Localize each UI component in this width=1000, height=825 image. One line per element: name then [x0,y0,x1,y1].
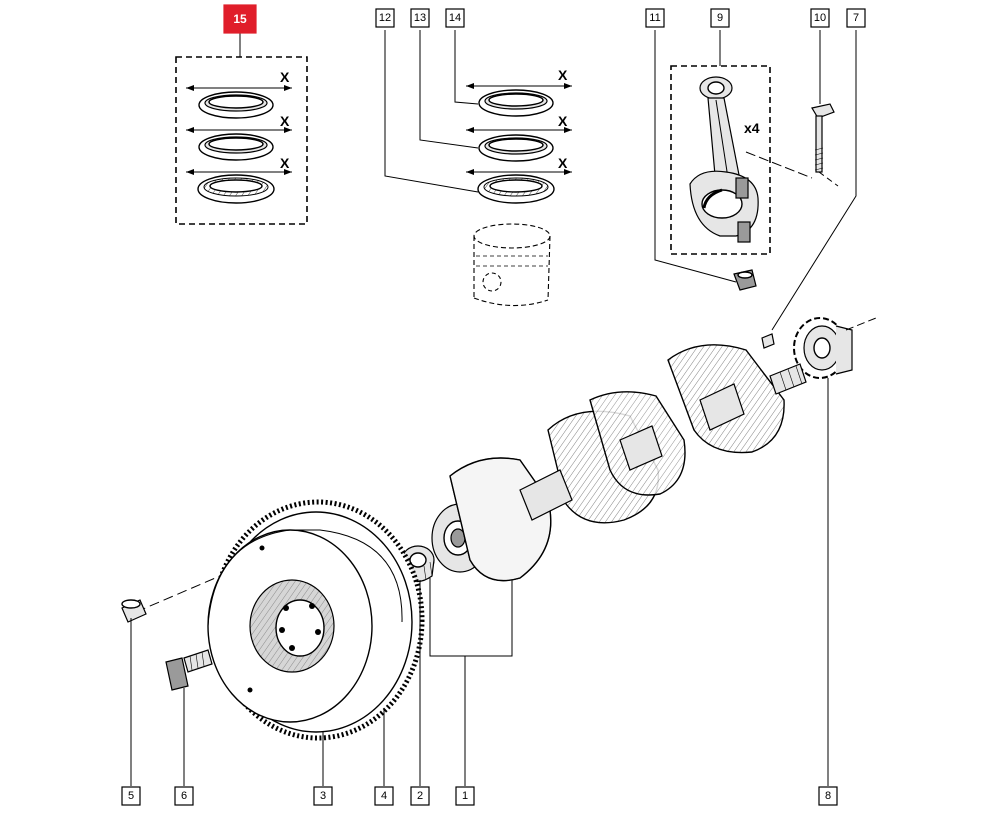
callout-10[interactable]: 10 [810,8,830,28]
ring-gap-label: X [558,155,568,171]
oil-control-ring [197,174,275,204]
assembly-axis [135,575,221,613]
flywheel-bolt-6[interactable] [165,649,213,691]
individual-piston-rings[interactable]: X X X [466,67,572,204]
piston-ring-set-15[interactable]: X X X [175,56,308,225]
conrod-nut-11[interactable] [733,269,757,291]
ring-gap-label: X [280,155,290,171]
leader-lines [130,30,857,786]
callout-12[interactable]: 12 [375,8,395,28]
callout-number: 12 [379,12,391,24]
callout-number: 13 [414,12,426,24]
ring-set-dashed-frame [175,56,308,225]
callout-8[interactable]: 8 [818,786,838,806]
callout-15[interactable]: 15 [223,4,257,34]
callout-number: 9 [717,12,723,24]
conrod-bolt-10[interactable] [811,103,839,187]
crankshaft-1[interactable] [431,344,807,582]
callout-number: 4 [381,790,387,802]
ring-gap-label: X [280,69,290,85]
conrod-dashed-frame [670,65,771,255]
callout-number: 3 [320,790,326,802]
ring-gap-label: X [558,67,568,83]
callout-number: 6 [181,790,187,802]
callout-number: 1 [462,790,468,802]
callout-number: 8 [825,790,831,802]
callout-1[interactable]: 1 [455,786,475,806]
ring-12 [477,174,555,204]
woodruff-key-7[interactable] [761,333,775,349]
top-compression-ring [198,91,274,119]
callout-13[interactable]: 13 [410,8,430,28]
callout-2[interactable]: 2 [410,786,430,806]
ring-14 [478,89,554,117]
piston-outline [473,223,551,307]
ring-13 [478,134,554,162]
ring-gap-label: X [558,113,568,129]
crankshaft-sprocket-8[interactable] [793,317,877,379]
callout-number: 7 [853,12,859,24]
connecting-rod-9[interactable]: x4 [670,65,813,255]
callout-5[interactable]: 5 [121,786,141,806]
callout-11[interactable]: 11 [645,8,665,28]
callout-14[interactable]: 14 [445,8,465,28]
callout-number: 14 [449,12,461,24]
ring-gap-dimension-lines [186,85,292,175]
ring-gap-label: X [280,113,290,129]
callout-4[interactable]: 4 [374,786,394,806]
callout-number: 15 [233,12,247,26]
ring-gap-dimension-lines [466,83,572,175]
conrod-quantity-label: x4 [744,120,760,136]
callout-number: 11 [649,12,660,24]
callout-number: 2 [417,790,423,802]
callout-6[interactable]: 6 [174,786,194,806]
flywheel-3[interactable] [207,499,425,741]
second-compression-ring [198,133,274,161]
callout-number: 5 [128,790,134,802]
callout-9[interactable]: 9 [710,8,730,28]
callout-3[interactable]: 3 [313,786,333,806]
callout-number: 10 [814,12,826,24]
dowel-pin-5[interactable] [121,599,147,623]
callout-7[interactable]: 7 [846,8,866,28]
